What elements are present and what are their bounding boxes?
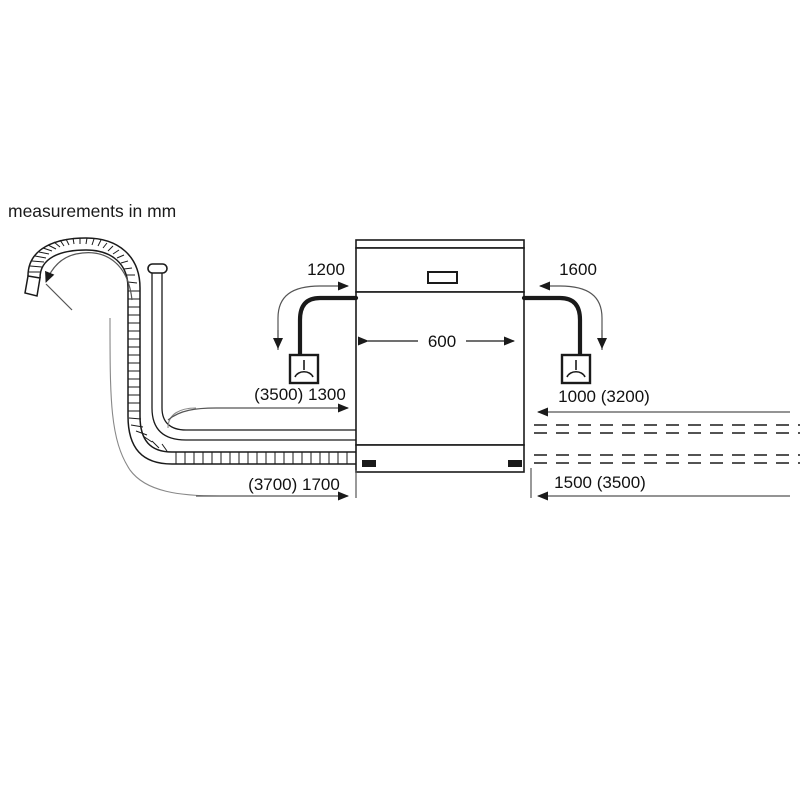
corrugated-drain-hose [24,237,356,465]
dimension-label-3700-1700: (3700) 1700 [248,475,340,494]
foot-left [362,460,376,467]
dimension-1600: 1600 [539,260,607,350]
dimension-label-3500-1300: (3500) 1300 [254,385,346,404]
dishwasher-front-view: 600 [355,239,525,473]
drain-hose-left-loop [297,295,359,365]
siphon-connection-icon-left [288,353,320,385]
dimension-label-1000-3200: 1000 (3200) [558,387,650,406]
appliance-door [355,291,525,446]
dimension-leader-curves [109,317,221,497]
appliance-base [355,444,525,473]
dimension-3700-1700: (3700) 1700 [196,470,357,501]
control-panel [355,247,525,293]
hose-direction-leader [45,252,133,301]
dimension-1500-3500: 1500 (3500) [530,468,790,501]
corrugated-hose-end-icon [24,275,41,297]
caption-measurements: measurements in mm [8,201,176,221]
dimension-3500-1300: (3500) 1300 [167,385,349,421]
appliance-width-dimension: 600 [358,332,515,351]
dimension-label-1500-3500: 1500 (3500) [554,473,646,492]
hose-run-dashed-right [534,424,800,464]
dimension-label-1200: 1200 [307,260,345,279]
dimension-1200: 1200 [273,260,349,350]
dimension-1000-3200: 1000 (3200) [537,387,790,417]
dimension-label-1600: 1600 [559,260,597,279]
foot-right [508,460,522,467]
supply-hose-right-loop [521,295,583,365]
siphon-connection-icon-right [560,353,592,385]
appliance-top-lid [355,239,525,249]
water-inlet-fitting-icon [147,263,168,274]
display-window[interactable] [427,271,458,284]
dimension-label-width: 600 [428,332,456,351]
